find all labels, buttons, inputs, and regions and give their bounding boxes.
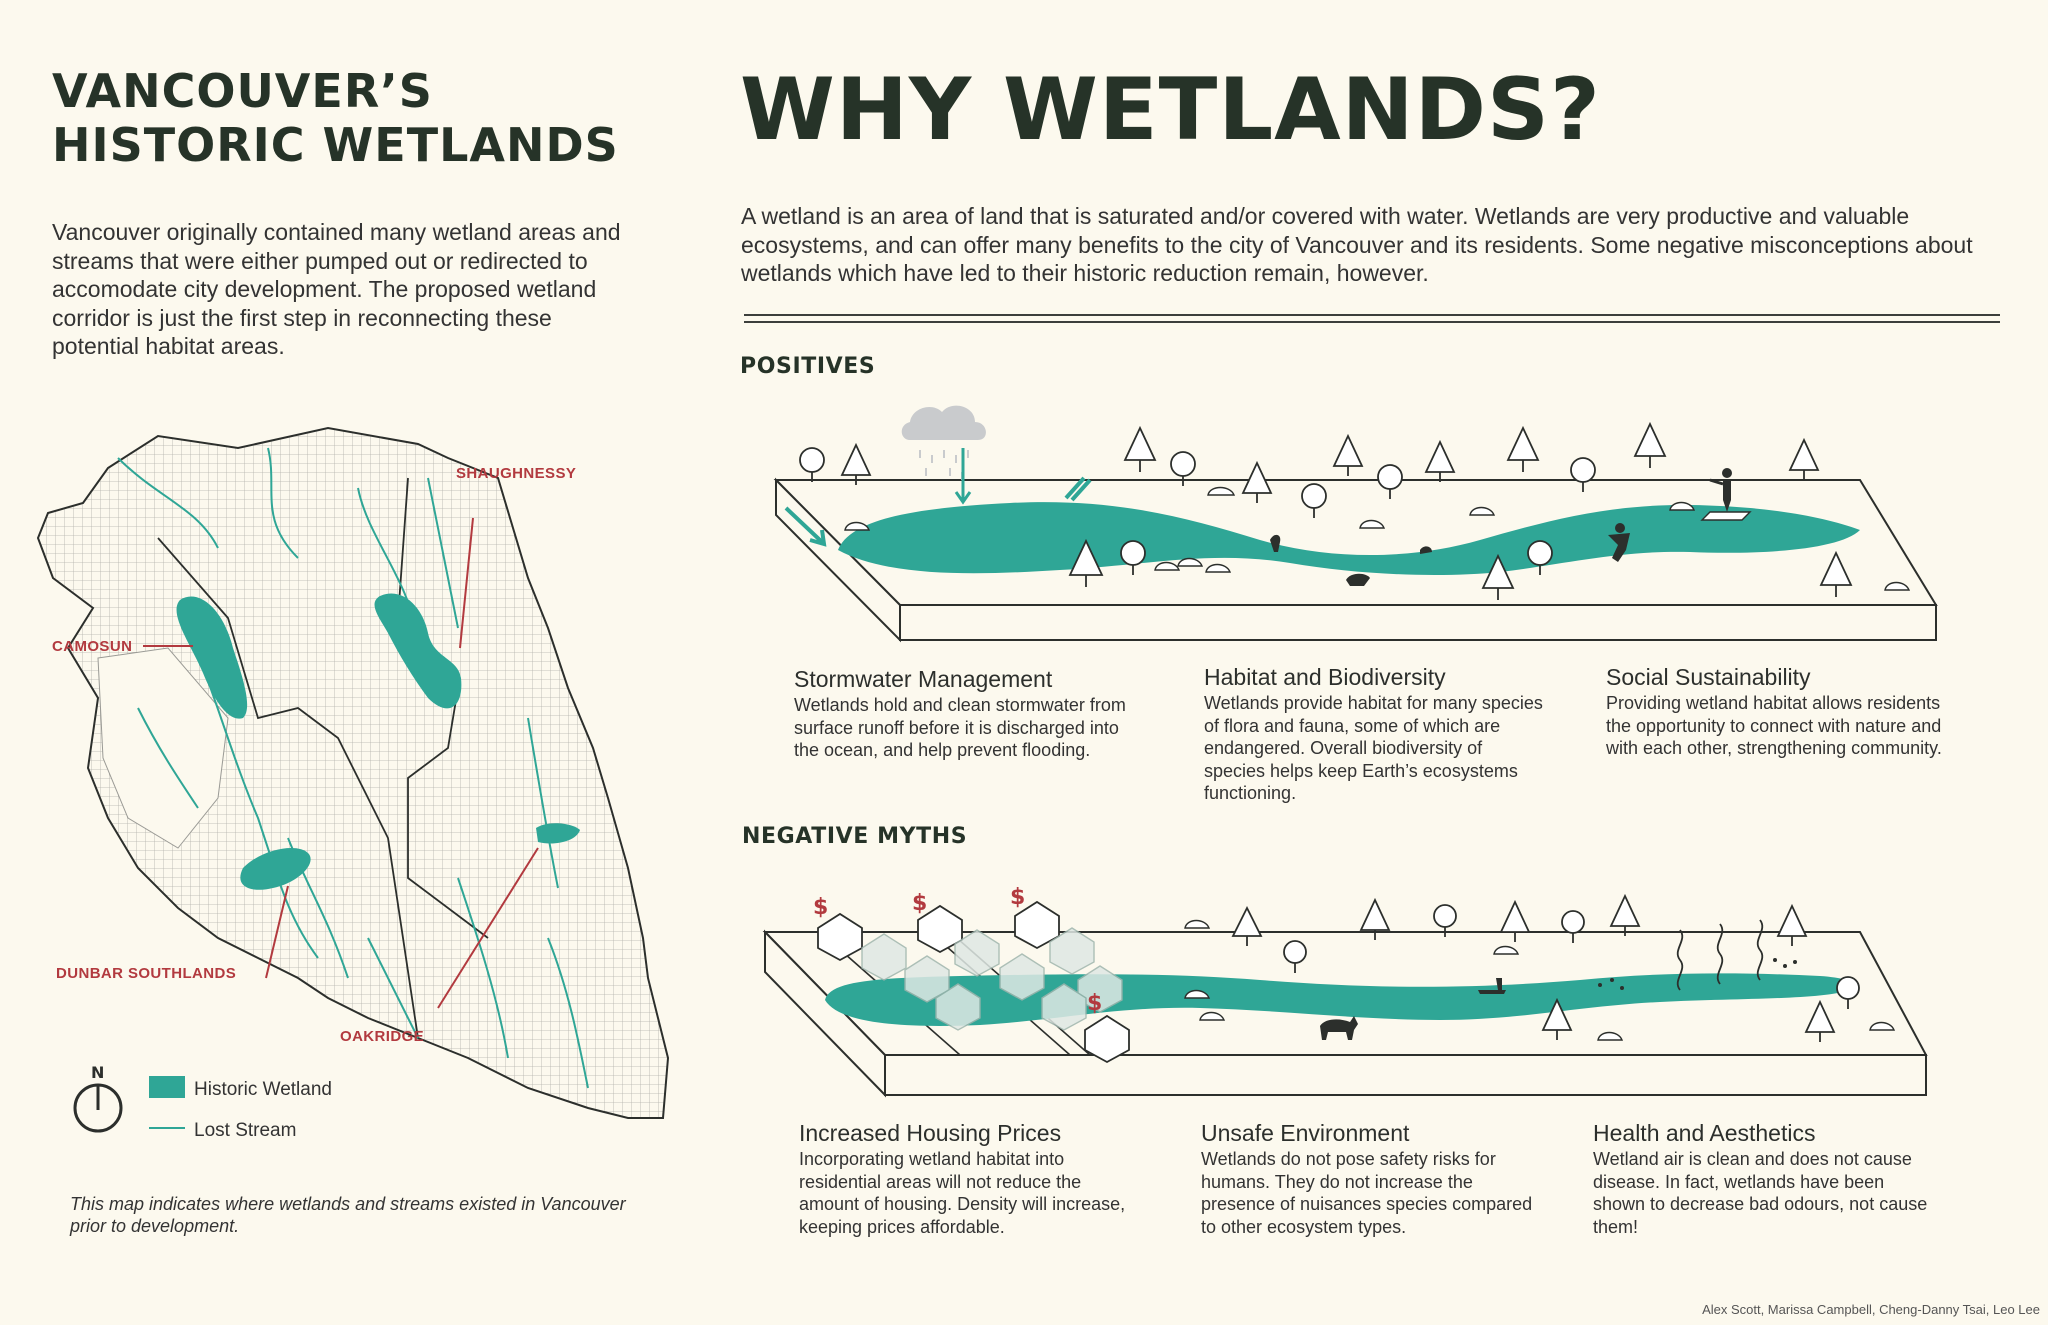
rock-icons — [1184, 919, 1896, 1041]
dollar-sign-2: $ — [912, 891, 927, 916]
positive-card-2: Habitat and Biodiversity Wetlands provid… — [1204, 664, 1544, 805]
map-label-camosun: CAMOSUN — [52, 638, 132, 655]
tree-icons — [799, 421, 1853, 600]
positives-heading: POSITIVES — [740, 354, 876, 379]
positive-card-3-title: Social Sustainability — [1606, 664, 1811, 690]
left-title-line2: HISTORIC WETLANDS — [52, 118, 619, 172]
positive-card-1-text: Wetlands hold and clean stormwater from … — [794, 695, 1126, 760]
myth-card-2-text: Wetlands do not pose safety risks for hu… — [1201, 1149, 1533, 1237]
historic-wetland-areas — [176, 593, 580, 890]
negative-myths-diagram: $ $ $ $ — [762, 885, 1928, 1098]
myth-card-3: Health and Aesthetics Wetland air is cle… — [1593, 1120, 1933, 1238]
legend-wetland-swatch — [149, 1076, 185, 1098]
myth-card-1: Increased Housing Prices Incorporating w… — [799, 1120, 1139, 1238]
map-legend: Historic Wetland Lost Stream — [149, 1076, 332, 1141]
credits: Alex Scott, Marissa Campbell, Cheng-Dann… — [1702, 1302, 2040, 1317]
swimmer-icon — [1608, 523, 1630, 562]
north-label: N — [91, 1063, 104, 1082]
negative-myths-heading: NEGATIVE MYTHS — [742, 824, 968, 849]
wetland-oakridge — [536, 823, 580, 844]
runoff-arrow-icon — [784, 476, 1092, 547]
dunbar-pointer — [265, 885, 289, 979]
dollar-sign-1: $ — [813, 895, 828, 920]
myth-card-2: Unsafe Environment Wetlands do not pose … — [1201, 1120, 1541, 1238]
map-label-dunbar: DUNBAR SOUTHLANDS — [56, 965, 236, 982]
moose-in-water-icon — [1478, 978, 1506, 994]
map-label-shaughnessy: SHAUGHNESSY — [456, 465, 576, 482]
positive-card-1: Stormwater Management Wetlands hold and … — [794, 666, 1134, 762]
myth-card-3-title: Health and Aesthetics — [1593, 1120, 1816, 1146]
left-title: VANCOUVER’S HISTORIC WETLANDS — [52, 64, 652, 172]
positive-card-3: Social Sustainability Providing wetland … — [1606, 664, 1946, 760]
wetland-shaughnessy — [374, 593, 462, 709]
map-caption: This map indicates where wetlands and st… — [70, 1194, 626, 1236]
legend-wetland-label: Historic Wetland — [194, 1079, 332, 1100]
dollar-sign-4: $ — [1087, 991, 1102, 1016]
slab-front — [899, 604, 1937, 641]
beaver-icon — [1346, 573, 1370, 586]
duck-icon — [1420, 546, 1432, 554]
oakridge-pointer — [437, 847, 539, 1009]
wolf-icon — [1320, 1016, 1358, 1040]
wetland-dunbar — [240, 848, 311, 890]
odour-squiggle-icons — [1676, 919, 1764, 991]
myth-card-1-text: Incorporating wetland habitat into resid… — [799, 1149, 1126, 1237]
divider-rule-bottom — [744, 321, 2000, 323]
mosquito-icons — [1598, 958, 1797, 990]
shaughnessy-pointer — [459, 517, 474, 649]
myth-card-1-title: Increased Housing Prices — [799, 1120, 1062, 1146]
myth-card-2-title: Unsafe Environment — [1201, 1120, 1410, 1146]
rock-icons — [844, 486, 1911, 591]
positive-card-1-title: Stormwater Management — [794, 666, 1053, 692]
positive-card-2-text: Wetlands provide habitat for many specie… — [1204, 693, 1543, 803]
rain-cloud-icon — [901, 405, 986, 505]
historic-wetlands-map: SHAUGHNESSY CAMOSUN DUNBAR SOUTHLANDS OA… — [36, 426, 670, 1141]
positive-card-2-title: Habitat and Biodiversity — [1204, 664, 1446, 690]
heron-icon — [1270, 534, 1281, 552]
map-label-oakridge: OAKRIDGE — [340, 1028, 424, 1045]
slab-front — [884, 1054, 1927, 1096]
myth-card-3-text: Wetland air is clean and does not cause … — [1593, 1149, 1928, 1237]
tree-icons — [1231, 893, 1860, 1042]
house-icons — [817, 900, 1130, 1064]
positives-diagram — [773, 405, 1938, 643]
left-title-line1: VANCOUVER’S — [52, 64, 433, 118]
main-intro: A wetland is an area of land that is sat… — [741, 203, 1973, 286]
wetland-camosun — [176, 596, 248, 719]
dollar-sign-3: $ — [1010, 885, 1025, 910]
positive-card-3-text: Providing wetland habitat allows residen… — [1606, 693, 1942, 758]
legend-stream-label: Lost Stream — [194, 1120, 296, 1141]
left-intro: Vancouver originally contained many wetl… — [52, 219, 621, 359]
main-title: WHY WETLANDS? — [740, 60, 1601, 160]
north-arrow-icon: N — [73, 1063, 123, 1133]
person-on-dock-icon — [1700, 468, 1752, 521]
divider-rule-top — [744, 314, 2000, 316]
